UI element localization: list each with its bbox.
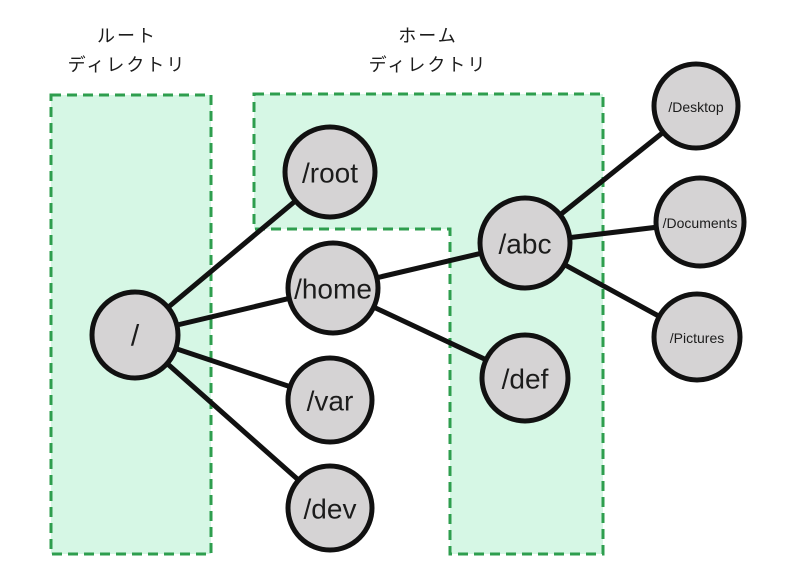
node-abc-label: /abc <box>499 229 552 260</box>
node-pictures-circle <box>651 291 743 383</box>
node-var: /var <box>285 355 375 445</box>
node-documents-circle <box>653 175 747 269</box>
node-root-label: / <box>131 320 140 353</box>
node-root-circle <box>89 289 181 381</box>
node-dev: /dev <box>285 463 375 553</box>
node-desktop: /Desktop <box>651 61 741 151</box>
node-home-circle <box>285 240 381 336</box>
node-def-circle <box>479 332 571 424</box>
node-def-label: /def <box>502 364 549 395</box>
node-pictures: /Pictures <box>651 291 743 383</box>
node-home-label: /home <box>294 274 372 305</box>
node-slashroot-label: /root <box>302 158 358 189</box>
node-slashroot-circle <box>282 124 378 220</box>
region-label-root-directory-line-2: ディレクトリ <box>68 55 187 75</box>
node-documents: /Documents <box>653 175 747 269</box>
node-var-label: /var <box>307 386 354 417</box>
node-abc: /abc <box>477 195 573 291</box>
node-pictures-label: /Pictures <box>670 330 724 346</box>
region-label-home-directory-line-1: ホーム <box>398 26 457 46</box>
region-label-root-directory: ルートディレクトリ <box>68 26 187 75</box>
node-home: /home <box>285 240 381 336</box>
node-desktop-circle <box>651 61 741 151</box>
node-documents-label: /Documents <box>663 215 738 231</box>
node-var-circle <box>285 355 375 445</box>
region-label-home-directory: ホームディレクトリ <box>369 26 488 75</box>
node-dev-circle <box>285 463 375 553</box>
node-dev-label: /dev <box>304 494 357 525</box>
node-desktop-label: /Desktop <box>668 99 723 115</box>
node-def: /def <box>479 332 571 424</box>
region-label-root-directory-line-1: ルート <box>97 26 157 46</box>
region-label-home-directory-line-2: ディレクトリ <box>369 55 488 75</box>
node-abc-circle <box>477 195 573 291</box>
node-slashroot: /root <box>282 124 378 220</box>
node-root: / <box>89 289 181 381</box>
